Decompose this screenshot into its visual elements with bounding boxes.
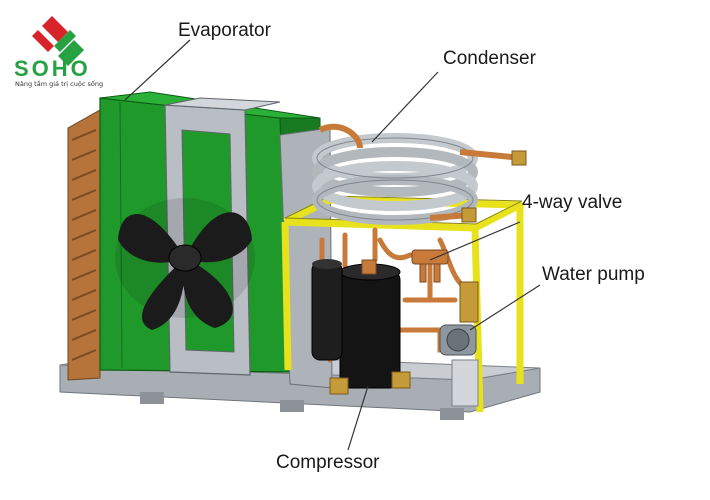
brand-name: SOHO	[14, 56, 91, 81]
evaporator-label: Evaporator	[178, 20, 271, 41]
compressor-icon	[311, 259, 411, 395]
valve-icon	[411, 249, 449, 283]
soho-logo-icon	[32, 16, 84, 66]
fan-icon	[115, 198, 255, 330]
compressor-label: Compressor	[276, 452, 380, 473]
condenser-label: Condenser	[443, 48, 536, 69]
four-way-valve-label: 4-way valve	[522, 192, 623, 213]
brand-tagline: Nâng tầm giá trị cuộc sống	[15, 80, 104, 88]
leader-lines	[124, 39, 541, 451]
coil-icon	[312, 123, 527, 225]
pump-icon	[439, 281, 479, 407]
water-pump-label: Water pump	[542, 264, 645, 285]
evaporator-coil	[67, 109, 101, 381]
